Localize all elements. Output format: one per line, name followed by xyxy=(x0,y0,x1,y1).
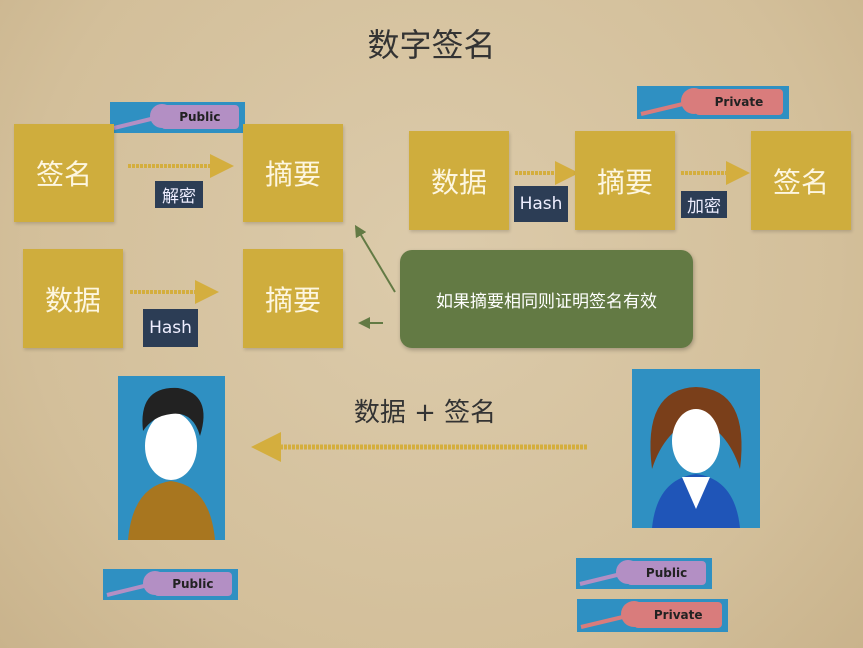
data-box: 数据 xyxy=(23,249,123,348)
decrypt-label: 解密 xyxy=(155,181,203,208)
sender-avatar xyxy=(632,369,760,528)
signature-box: 签名 xyxy=(14,124,114,222)
sender-hash-label: Hash xyxy=(514,186,568,222)
sender-data-box: 数据 xyxy=(409,131,509,230)
digest-box-hashed: 摘要 xyxy=(243,249,343,348)
sender-public-key-icon: Public xyxy=(576,558,712,589)
receiver-public-key-icon: Public xyxy=(103,569,238,600)
sender-private-key-label: Private xyxy=(634,602,722,628)
sender-public-key-label: Public xyxy=(627,561,706,585)
public-key-label: Public xyxy=(160,105,239,129)
public-key-icon: Public xyxy=(110,102,245,133)
receiver-avatar xyxy=(118,376,225,540)
receiver-public-key-label: Public xyxy=(153,572,232,596)
compare-arrow-up xyxy=(354,224,396,293)
private-key-label: Private xyxy=(694,89,783,115)
transfer-label: 数据 + 签名 xyxy=(353,398,497,428)
digest-box-decrypted: 摘要 xyxy=(243,124,343,222)
private-key-icon: Private xyxy=(637,86,789,119)
slide-title: 数字签名 xyxy=(367,26,496,64)
sender-signature-box: 签名 xyxy=(751,131,851,230)
compare-note: 如果摘要相同则证明签名有效 xyxy=(400,250,693,348)
hash-label: Hash xyxy=(143,309,198,347)
sender-digest-box: 摘要 xyxy=(575,131,675,230)
sender-private-key-icon: Private xyxy=(577,599,728,632)
encrypt-label: 加密 xyxy=(681,191,727,218)
